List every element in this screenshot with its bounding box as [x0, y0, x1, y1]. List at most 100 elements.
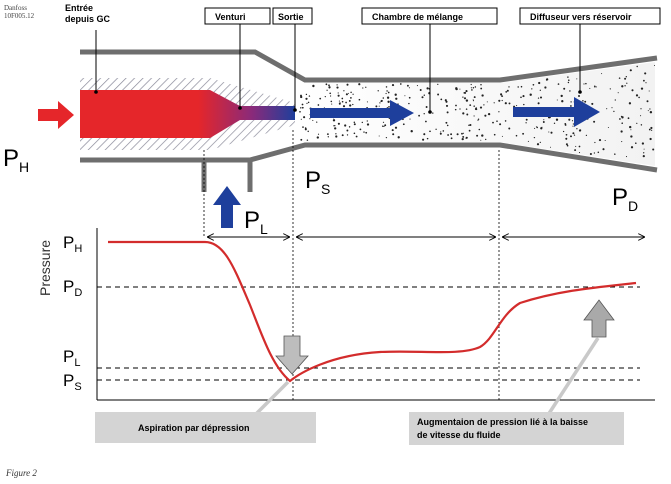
fluid-particle — [498, 111, 500, 113]
fluid-particle — [445, 121, 448, 124]
fluid-particle — [595, 86, 597, 88]
fluid-particle — [617, 92, 619, 94]
fluid-particle — [486, 101, 488, 103]
fluid-particle — [362, 87, 364, 89]
fluid-particle — [627, 117, 630, 120]
fluid-particle — [469, 123, 472, 127]
fluid-particle — [501, 99, 503, 102]
fluid-particle — [621, 85, 624, 88]
fluid-particle — [331, 103, 333, 105]
fluid-particle — [550, 146, 551, 148]
suction-arrow — [213, 186, 241, 228]
aspiration-note-box — [95, 412, 316, 443]
fluid-particle — [383, 125, 385, 127]
fluid-particle — [562, 130, 565, 133]
fluid-particle — [618, 77, 621, 79]
fluid-particle — [304, 127, 307, 129]
fluid-particle — [329, 92, 332, 95]
fluid-particle — [391, 84, 395, 87]
fluid-particle — [459, 88, 461, 90]
fluid-particle — [350, 97, 352, 99]
fluid-particle — [300, 95, 303, 99]
tick-pd: PD — [63, 277, 82, 299]
fluid-particle — [568, 79, 570, 81]
fluid-particle — [459, 108, 461, 110]
fluid-particle — [341, 100, 344, 103]
fluid-particle — [306, 139, 309, 141]
fluid-particle — [402, 123, 405, 126]
fluid-particle — [335, 135, 338, 138]
fluid-particle — [326, 89, 328, 91]
fluid-particle — [344, 124, 347, 127]
fluid-particle — [508, 127, 511, 130]
fluid-particle — [609, 88, 611, 90]
fluid-particle — [299, 110, 301, 113]
fluid-particle — [466, 113, 469, 116]
fluid-particle — [620, 130, 623, 133]
fluid-particle — [604, 139, 606, 142]
dot-entree — [94, 90, 98, 94]
fluid-particle — [584, 100, 587, 103]
fluid-particle — [426, 137, 429, 140]
fluid-particle — [334, 127, 337, 130]
fluid-particle — [578, 152, 581, 154]
fluid-particle — [525, 122, 527, 124]
fluid-particle — [306, 102, 308, 104]
fluid-particle — [572, 123, 575, 125]
fluid-particle — [444, 99, 447, 102]
fluid-particle — [359, 128, 362, 131]
fluid-particle — [327, 136, 329, 138]
fluid-particle — [316, 121, 318, 123]
fluid-particle — [585, 134, 588, 137]
fluid-particle — [348, 92, 349, 94]
fluid-particle — [312, 84, 315, 88]
fluid-particle — [418, 114, 420, 117]
fluid-particle — [447, 134, 449, 136]
fluid-particle — [480, 87, 483, 90]
dot-sortie — [293, 108, 297, 112]
fluid-particle — [301, 106, 304, 109]
fluid-particle — [523, 103, 525, 106]
fluid-particle — [399, 83, 402, 85]
fluid-particle — [630, 135, 633, 138]
fluid-particle — [365, 131, 368, 134]
fluid-particle — [570, 105, 572, 107]
fluid-particle — [465, 90, 468, 93]
fluid-particle — [624, 77, 627, 80]
fluid-particle — [409, 118, 411, 120]
pressure-label-high: PH — [3, 145, 29, 175]
fluid-particle — [644, 72, 647, 75]
fluid-particle — [480, 83, 482, 86]
pressure-label-diffuser: PD — [612, 184, 638, 214]
fluid-particle — [557, 83, 560, 85]
fluid-particle — [597, 151, 600, 154]
fluid-particle — [477, 118, 480, 120]
label-entree-2: depuis GC — [65, 14, 111, 24]
fluid-particle — [652, 148, 655, 151]
fluid-particle — [650, 126, 653, 130]
fluid-particle — [614, 153, 616, 155]
fluid-particle — [505, 91, 508, 93]
fluid-particle — [647, 110, 649, 112]
fluid-particle — [642, 155, 645, 158]
fluid-particle — [392, 133, 395, 136]
fluid-particle — [350, 91, 352, 94]
fluid-particle — [468, 124, 470, 126]
fluid-particle — [476, 134, 479, 137]
fluid-particle — [522, 132, 525, 135]
fluid-particle — [300, 118, 302, 120]
motive-jet — [80, 90, 295, 138]
fluid-particle — [471, 89, 473, 91]
fluid-particle — [565, 133, 568, 136]
fluid-particle — [425, 120, 427, 123]
fluid-particle — [337, 94, 340, 97]
fluid-particle — [419, 89, 422, 91]
fluid-particle — [465, 137, 467, 139]
fluid-particle — [544, 86, 547, 89]
fluid-particle — [563, 87, 566, 90]
fluid-particle — [346, 83, 349, 86]
fluid-particle — [648, 90, 650, 92]
fluid-particle — [576, 78, 578, 80]
fluid-particle — [394, 93, 397, 96]
fluid-particle — [485, 138, 487, 141]
